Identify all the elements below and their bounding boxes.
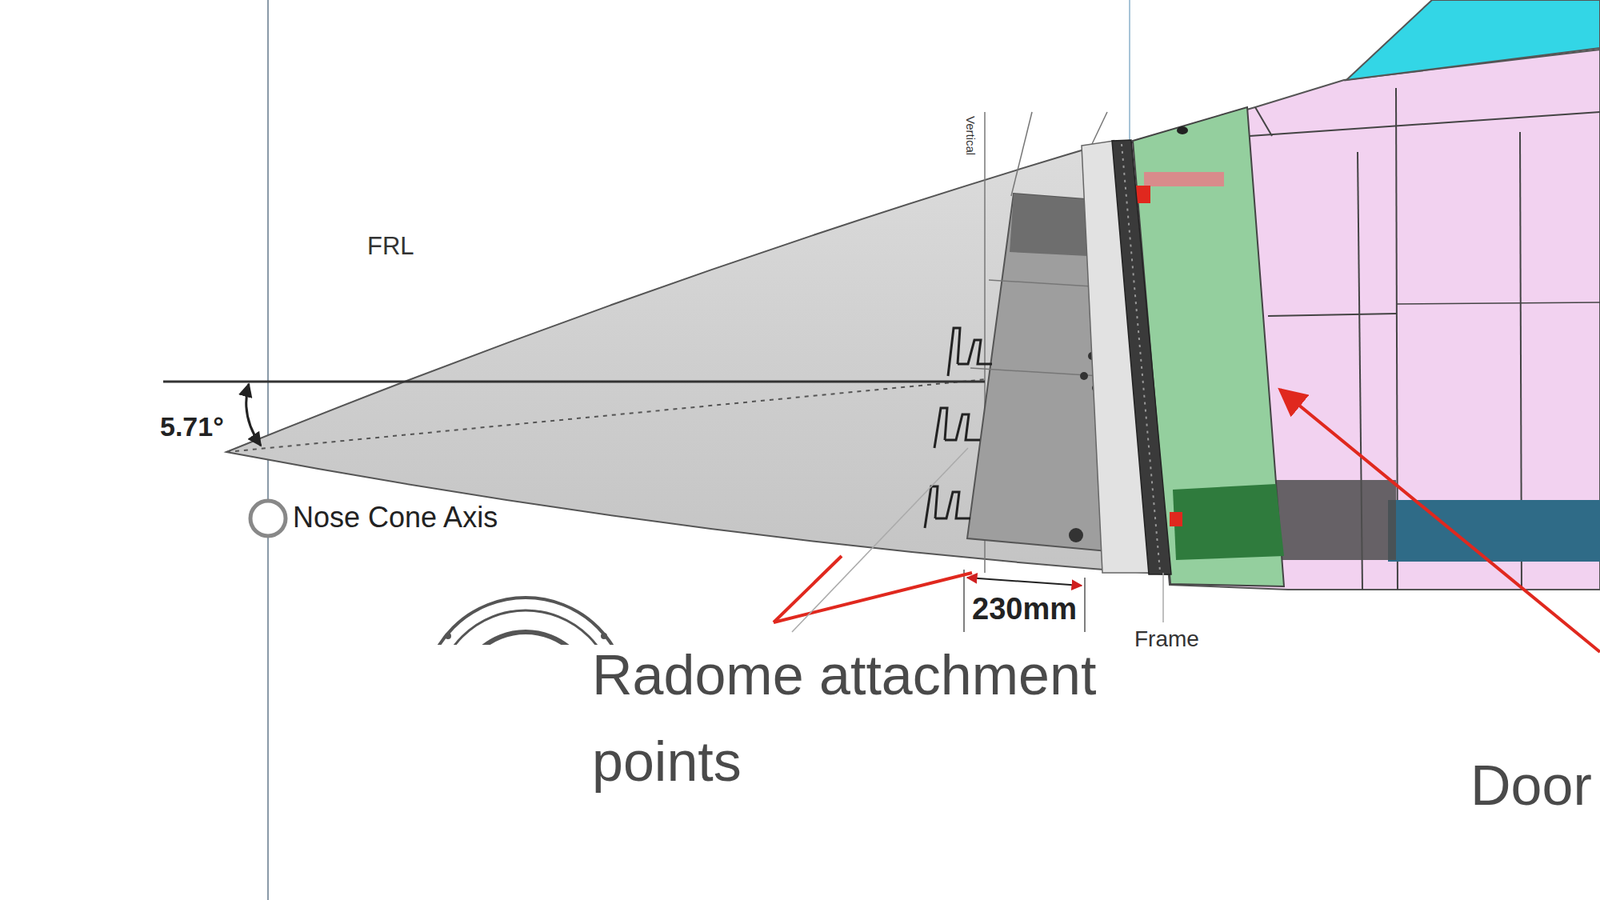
orientation-label: Vertical bbox=[964, 116, 978, 156]
leader-line bbox=[792, 448, 968, 632]
attachment-bracket bbox=[948, 328, 992, 376]
fuselage-line bbox=[1249, 112, 1600, 136]
equipment-unit bbox=[1272, 480, 1396, 560]
reference-line bbox=[1128, 0, 1131, 144]
datum-label: FRL bbox=[367, 232, 415, 261]
radome bbox=[226, 140, 1168, 575]
wheel-rim bbox=[423, 597, 628, 645]
frame-line bbox=[1396, 302, 1600, 304]
red-mark bbox=[1136, 185, 1151, 204]
wheel-bolt bbox=[444, 632, 452, 640]
rivet-row bbox=[1121, 144, 1160, 572]
radar-unit-line bbox=[988, 280, 1092, 287]
callout-line bbox=[773, 572, 972, 623]
fuselage-body bbox=[1129, 49, 1600, 590]
radome-bulkhead bbox=[1112, 140, 1172, 575]
angle-label: 5.71° bbox=[160, 411, 224, 443]
red-mark bbox=[1169, 512, 1183, 527]
dimension-line bbox=[967, 577, 1082, 586]
nose-cone-axis bbox=[226, 367, 1112, 452]
callout-label: Door bbox=[1470, 742, 1592, 829]
part-label: Frame bbox=[1134, 626, 1200, 652]
wheel-bolt bbox=[600, 632, 608, 640]
canopy bbox=[1346, 0, 1600, 80]
axis-label: Nose Cone Axis bbox=[292, 500, 498, 535]
leader-line bbox=[1162, 572, 1164, 623]
equipment-bay bbox=[1388, 500, 1600, 562]
wheel-rim bbox=[436, 610, 616, 645]
wheel bbox=[423, 597, 628, 645]
red-mark bbox=[1144, 172, 1224, 187]
fastener bbox=[1080, 372, 1088, 380]
radar-unit-block bbox=[1009, 193, 1088, 256]
attachment-bracket bbox=[924, 486, 971, 528]
fuselage-line bbox=[1255, 107, 1272, 136]
bulkhead-fitting bbox=[1172, 484, 1284, 560]
angle-arc bbox=[246, 384, 261, 446]
callout-label: Radome attachment points bbox=[592, 632, 1232, 805]
frl-line bbox=[163, 380, 985, 384]
dimension-label: 230mm bbox=[972, 592, 1077, 627]
dimension-tick bbox=[1084, 577, 1086, 632]
fastener bbox=[1176, 126, 1188, 135]
fastener bbox=[1068, 528, 1084, 543]
pointer-arrow bbox=[1280, 389, 1600, 652]
leader-line bbox=[1092, 112, 1108, 144]
frame-line bbox=[1268, 313, 1396, 316]
origin-marker bbox=[250, 500, 286, 536]
wheel-hub bbox=[457, 632, 594, 645]
dimension-tick bbox=[963, 569, 965, 632]
leader-line bbox=[1011, 112, 1032, 196]
attachment-bracket bbox=[934, 408, 980, 448]
